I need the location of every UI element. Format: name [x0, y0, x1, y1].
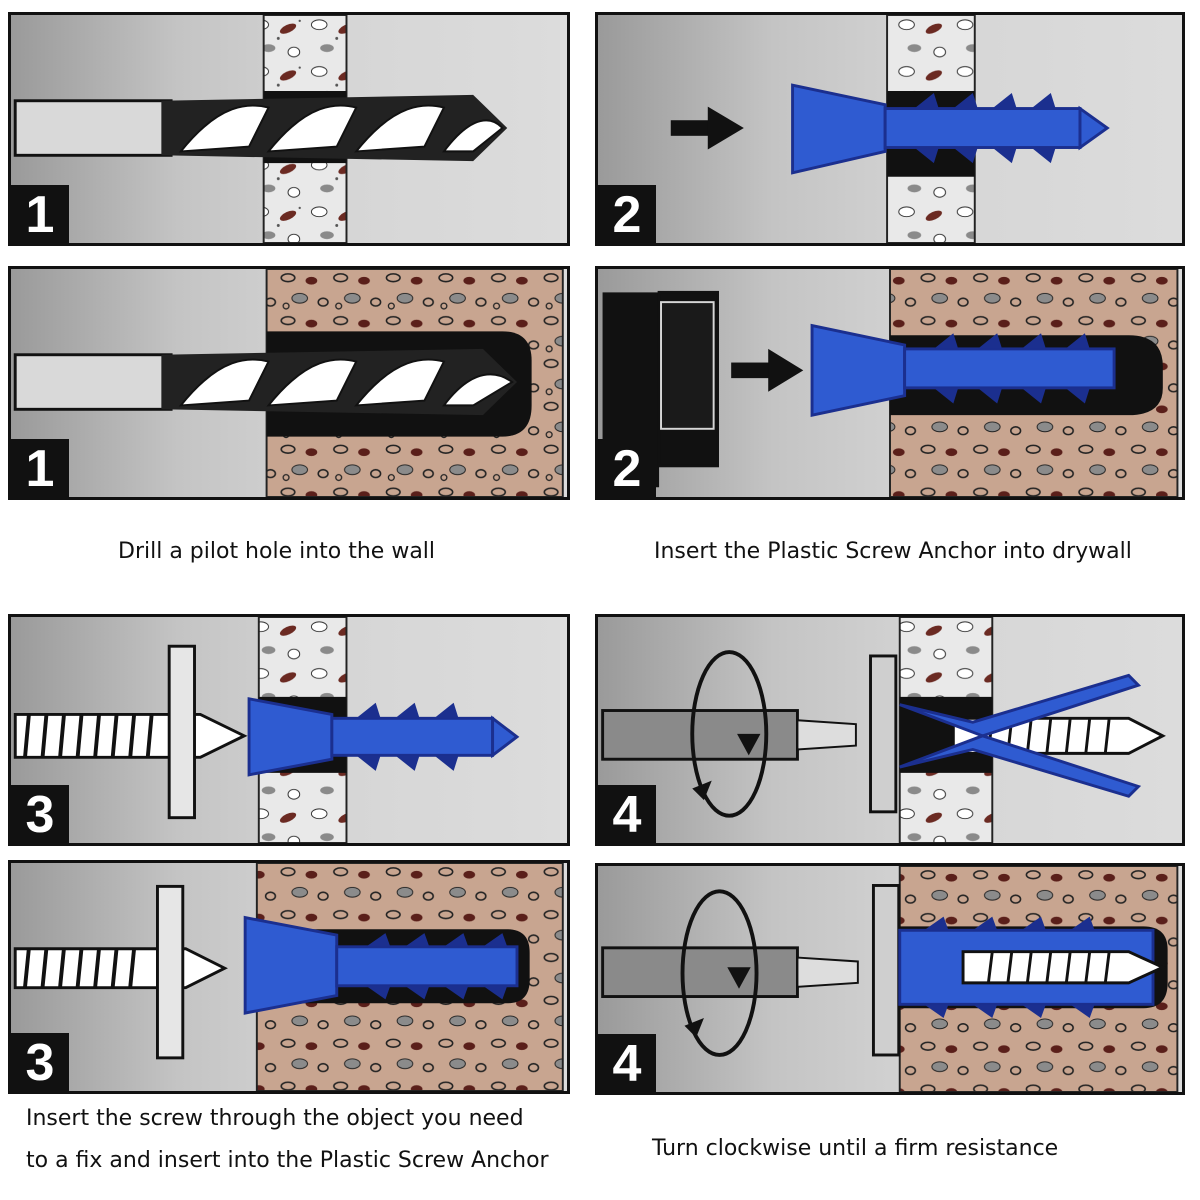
rotate-arrow-icon — [680, 889, 759, 1057]
screw-icon — [13, 947, 228, 990]
anchor-icon — [810, 323, 1116, 417]
panel-step2-drywall: 2 — [595, 12, 1185, 246]
rotate-arrow-icon — [690, 650, 769, 818]
drill-bit-icon — [13, 94, 508, 162]
drill-concrete-illustration — [13, 269, 564, 497]
step2-caption: Insert the Plastic Screw Anchor into dry… — [654, 539, 1132, 564]
fixture-plate — [871, 884, 901, 1057]
panel-step3-concrete: 3 — [8, 860, 570, 1094]
screw-icon — [961, 950, 1167, 985]
step4-caption: Turn clockwise until a firm resistance — [652, 1136, 1059, 1161]
panel-step4-concrete: 4 — [595, 863, 1185, 1095]
tighten-drywall-illustration — [601, 617, 1166, 843]
arrow-right-icon — [670, 106, 744, 150]
step1-caption: Drill a pilot hole into the wall — [118, 539, 436, 564]
panel-step2-concrete: 2 — [595, 266, 1185, 500]
anchor-icon — [791, 83, 1110, 175]
screw-concrete-illustration — [13, 863, 564, 1091]
step-number-badge: 2 — [598, 439, 656, 497]
panel-step1-drywall: 1 — [8, 12, 570, 246]
step3-caption-line1: Insert the screw through the object you … — [26, 1106, 524, 1131]
fixture-plate — [167, 644, 196, 820]
anchor-drywall-illustration — [670, 15, 1110, 243]
step-number-badge: 1 — [11, 439, 69, 497]
arrow-right-icon — [731, 348, 804, 392]
drill-drywall-illustration — [13, 15, 508, 243]
step-number-badge: 4 — [598, 1034, 656, 1092]
drill-bit-icon — [13, 348, 517, 416]
fixture-plate — [156, 884, 185, 1060]
step-number-badge: 3 — [11, 1033, 69, 1091]
panel-step4-drywall: 4 — [595, 614, 1185, 846]
screw-drywall-illustration — [13, 617, 520, 843]
step-number-badge: 3 — [11, 785, 69, 843]
panel-step3-drywall: 3 — [8, 614, 570, 846]
tighten-concrete-illustration — [601, 866, 1179, 1092]
step-number-badge: 4 — [598, 785, 656, 843]
anchor-icon — [247, 697, 520, 777]
step3-caption-line2: to a fix and insert into the Plastic Scr… — [26, 1148, 549, 1173]
anchor-icon — [243, 915, 519, 1015]
screwdriver-icon — [601, 709, 857, 761]
screw-icon — [13, 712, 248, 759]
anchor-icon — [899, 673, 1142, 798]
anchor-concrete-illustration — [602, 269, 1179, 497]
step-number-badge: 2 — [598, 185, 656, 243]
panel-step1-concrete: 1 — [8, 266, 570, 500]
step-number-badge: 1 — [11, 185, 69, 243]
fixture-plate — [869, 654, 898, 814]
screwdriver-icon — [601, 946, 859, 998]
rotate-arrow-head-icon — [737, 733, 761, 756]
